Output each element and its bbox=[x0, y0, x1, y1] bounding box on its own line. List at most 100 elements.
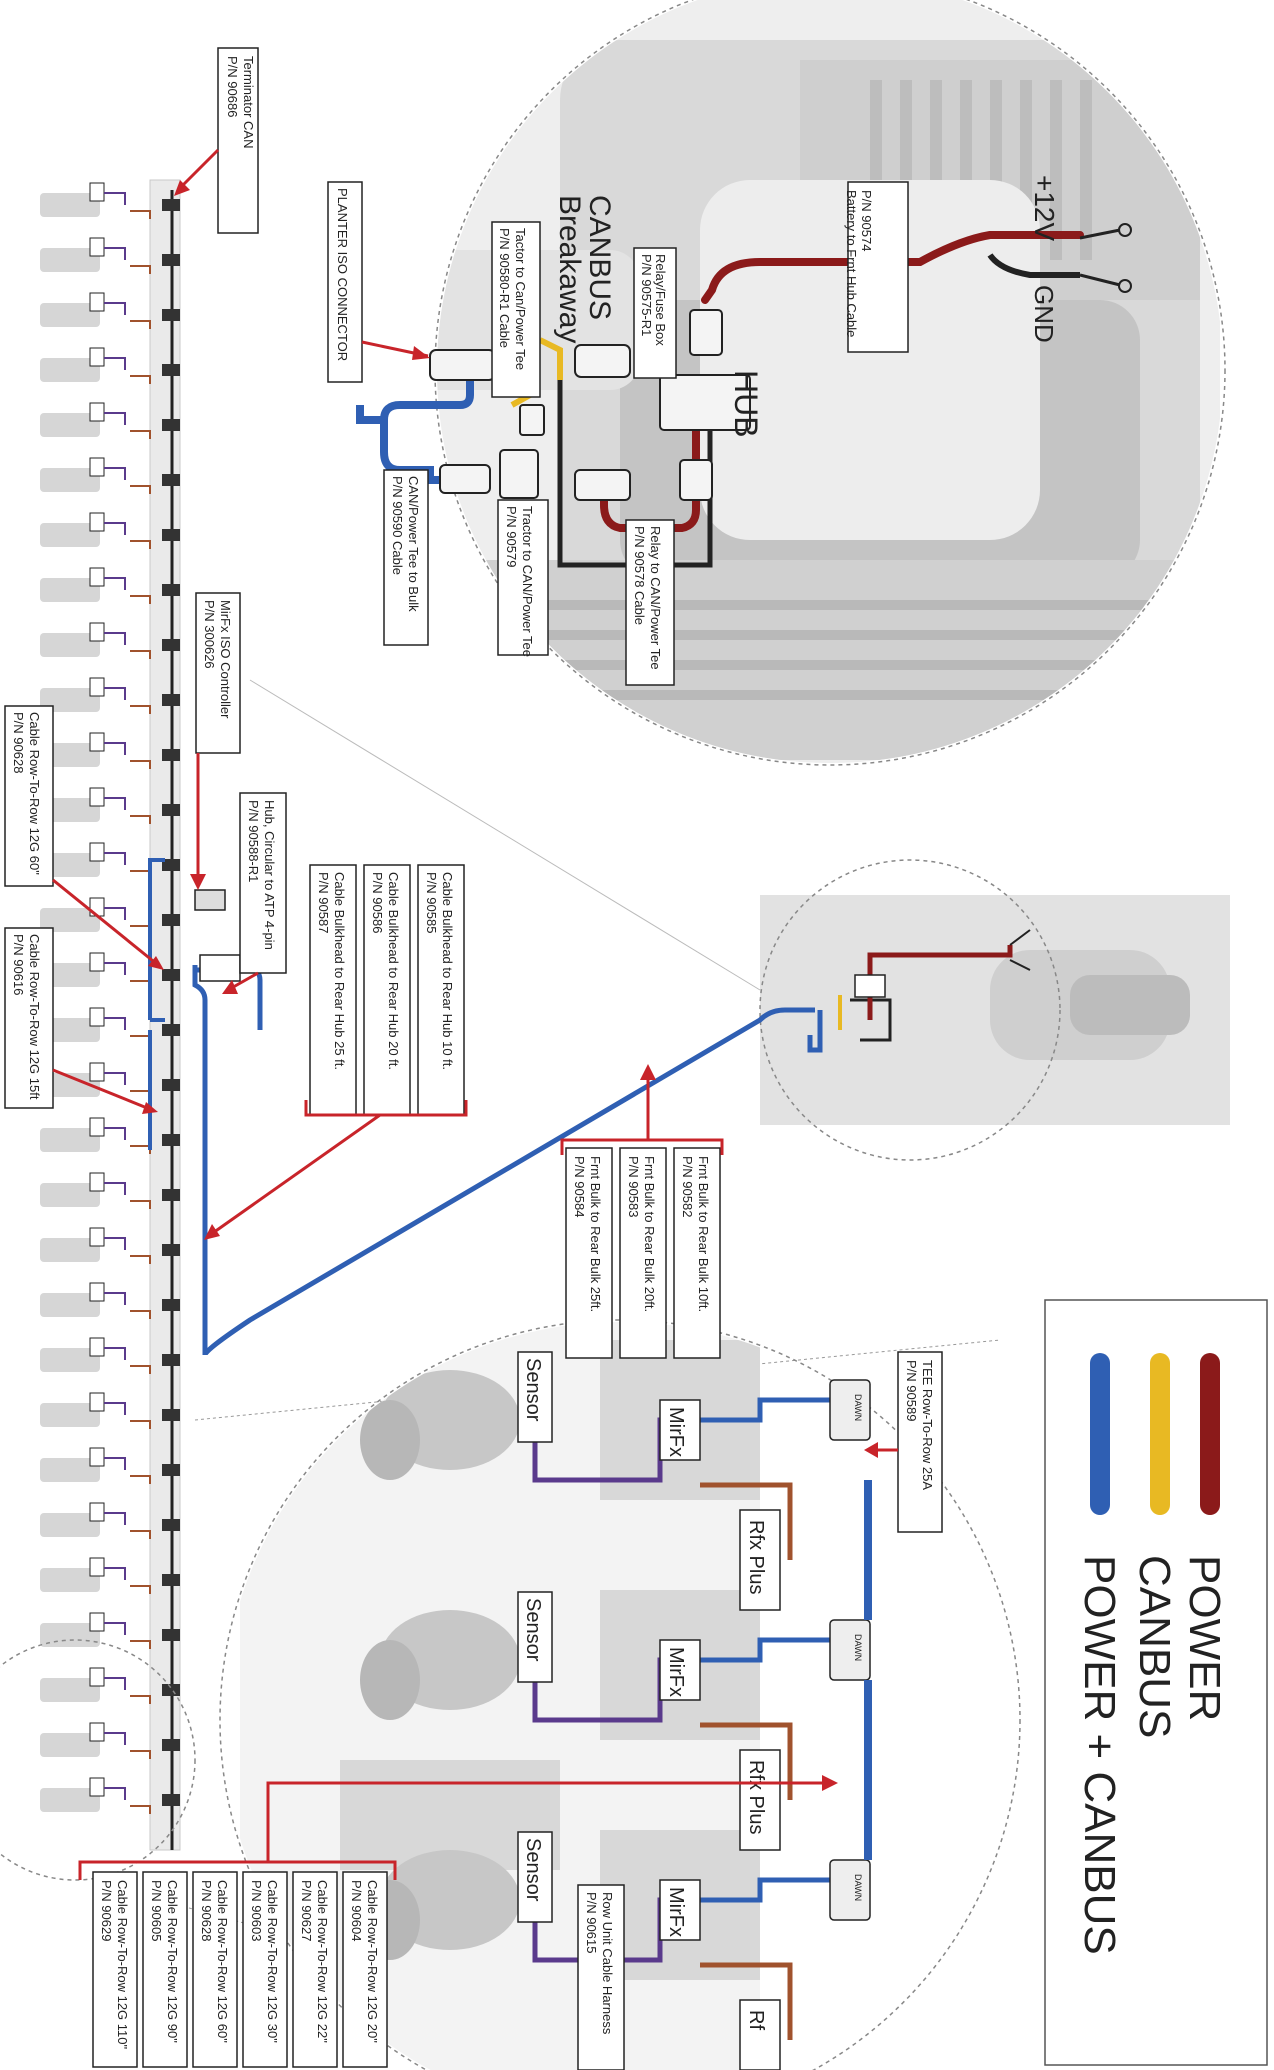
row-unit bbox=[40, 1293, 100, 1317]
svg-text:Cable Row-To-Row 12G 15ft: Cable Row-To-Row 12G 15ft bbox=[27, 934, 42, 1100]
row-sensor-wire bbox=[104, 1402, 126, 1415]
row-cable-pn: P/N 90603 bbox=[249, 1880, 264, 1941]
svg-text:Cable Bulkhead to Rear Hub 10: Cable Bulkhead to Rear Hub 10 ft. bbox=[440, 872, 455, 1070]
row-rfx-wire bbox=[130, 760, 151, 769]
svg-text:P/N 90578 Cable: P/N 90578 Cable bbox=[632, 526, 647, 625]
row-cable-pn: P/N 90604 bbox=[349, 1880, 364, 1941]
row-sensor-wire bbox=[104, 1182, 126, 1195]
sensor-label: Sensor bbox=[522, 1598, 544, 1662]
row-module bbox=[89, 1777, 105, 1797]
row-tee-connector bbox=[162, 1794, 180, 1806]
row-sensor-wire bbox=[104, 247, 126, 260]
svg-text:P/N 90615: P/N 90615 bbox=[584, 1892, 599, 1953]
row-module bbox=[89, 347, 105, 367]
tractor-hub-detail: +12V GND HUB CANBUS Breakaway P/N 90574 … bbox=[327, 0, 1226, 766]
svg-text:Row Unit Cable Harness: Row Unit Cable Harness bbox=[600, 1892, 615, 2035]
row-rfx-wire bbox=[130, 925, 151, 934]
svg-text:P/N 90590 Cable: P/N 90590 Cable bbox=[390, 476, 405, 575]
rfx-wire bbox=[700, 1962, 793, 2040]
tractor-overview bbox=[759, 859, 1230, 1161]
row-module bbox=[89, 1062, 105, 1082]
tee-module bbox=[829, 1619, 871, 1681]
row-tee-connector bbox=[162, 584, 180, 596]
svg-text:Tractor to CAN/Power Tee: Tractor to CAN/Power Tee bbox=[520, 506, 535, 657]
row-module bbox=[89, 402, 105, 422]
svg-text:P/N 90583: P/N 90583 bbox=[626, 1156, 641, 1217]
relay-cable-callout: P/N 90578 Cable Relay to CAN/Power Tee bbox=[625, 519, 675, 686]
svg-text:Frnt Bulk to Rear Bulk 10ft.: Frnt Bulk to Rear Bulk 10ft. bbox=[696, 1156, 711, 1312]
svg-text:P/N 90616: P/N 90616 bbox=[11, 934, 26, 995]
row-rfx-wire bbox=[130, 980, 151, 989]
svg-text:P/N 90628: P/N 90628 bbox=[11, 712, 26, 773]
relay-fuse-callout: P/N 90575-R1 Relay/Fuse Box bbox=[633, 247, 677, 379]
row-sensor-wire bbox=[104, 1622, 126, 1635]
row-rfx-wire bbox=[130, 1530, 151, 1539]
row-rfx-wire bbox=[130, 1145, 151, 1154]
row-module bbox=[89, 842, 105, 862]
row-sensor-wire bbox=[104, 1457, 126, 1470]
row-rfx-wire bbox=[130, 705, 151, 714]
frnt-bulk-callout: P/N 90582 Frnt Bulk to Rear Bulk 10ft. P… bbox=[560, 1064, 724, 1359]
mirfx-can-wire bbox=[700, 1637, 860, 1663]
svg-text:P/N 90579: P/N 90579 bbox=[504, 506, 519, 567]
row-rfx-wire bbox=[130, 1035, 151, 1044]
svg-text:Frnt Bulk to Rear Bulk 25ft.: Frnt Bulk to Rear Bulk 25ft. bbox=[588, 1156, 603, 1312]
row-tee-connector bbox=[162, 1574, 180, 1586]
row-sensor-wire bbox=[104, 1072, 126, 1085]
legend-power-label: POWER bbox=[1180, 1555, 1229, 1721]
mirfx-label: MirFx bbox=[665, 1647, 687, 1697]
row-cable-desc: Cable Row-To-Row 12G 60" bbox=[215, 1880, 230, 2043]
row-cable-desc: Cable Row-To-Row 12G 20" bbox=[365, 1880, 380, 2043]
row-unit bbox=[40, 1788, 100, 1812]
row-module bbox=[89, 1007, 105, 1027]
row-module bbox=[89, 1392, 105, 1412]
svg-text:P/N 90582: P/N 90582 bbox=[680, 1156, 695, 1217]
row-cable-box bbox=[342, 1871, 388, 2068]
row-tee-connector bbox=[162, 1684, 180, 1696]
row-module bbox=[89, 1667, 105, 1687]
plus-12v-label: +12V bbox=[1029, 175, 1060, 241]
row-units bbox=[40, 182, 180, 1814]
row-sensor-wire bbox=[104, 907, 126, 920]
sensor-label: Sensor bbox=[522, 1838, 544, 1902]
svg-text:Relay/Fuse Box: Relay/Fuse Box bbox=[653, 254, 668, 346]
tactor-cable-callout: P/N 90580-R1 Cable Tactor to Can/Power T… bbox=[491, 221, 541, 398]
row-unit bbox=[40, 303, 100, 327]
row-tee-connector bbox=[162, 804, 180, 816]
row-cable-pn: P/N 90627 bbox=[299, 1880, 314, 1941]
row-rfx-wire bbox=[130, 1310, 151, 1319]
row-tee-connector bbox=[162, 1464, 180, 1476]
canbus-breakaway-label: CANBUS Breakaway bbox=[553, 195, 616, 343]
row-cable-pn: P/N 90629 bbox=[99, 1880, 114, 1941]
row-rfx-wire bbox=[130, 1200, 151, 1209]
row-cable-box bbox=[92, 1871, 138, 2068]
cable-12g15-callout: P/N 90616 Cable Row-To-Row 12G 15ft bbox=[4, 927, 158, 1114]
row-sensor-wire bbox=[104, 1347, 126, 1360]
row-module bbox=[89, 1502, 105, 1522]
mirfx-label: MirFx bbox=[665, 1887, 687, 1937]
svg-text:P/N 90588-R1: P/N 90588-R1 bbox=[246, 800, 261, 882]
svg-text:Battery to Frnt Hub Cable: Battery to Frnt Hub Cable bbox=[844, 190, 859, 337]
row-tee-connector bbox=[162, 474, 180, 486]
row-tee-connector bbox=[162, 1739, 180, 1751]
tractor-body-illustration bbox=[437, 0, 1220, 763]
row-cable-desc: Cable Row-To-Row 12G 90" bbox=[165, 1880, 180, 2043]
planter-iso-callout: PLANTER ISO CONNECTOR bbox=[327, 181, 430, 383]
power-tee-bulk-callout: P/N 90590 Cable CAN/Power Tee to Bulk bbox=[383, 469, 429, 646]
svg-text:Relay to CAN/Power Tee: Relay to CAN/Power Tee bbox=[648, 526, 663, 670]
row-unit bbox=[40, 688, 100, 712]
rfx-plus-label: Rfx Plus bbox=[745, 1760, 767, 1834]
row-module bbox=[89, 292, 105, 312]
row-tee-connector bbox=[162, 1189, 180, 1201]
row-sensor-wire bbox=[104, 357, 126, 370]
row-tee-connector bbox=[162, 1519, 180, 1531]
row-cable-pn: P/N 90628 bbox=[199, 1880, 214, 1941]
svg-text:Frnt Bulk to Rear Bulk 20ft.: Frnt Bulk to Rear Bulk 20ft. bbox=[642, 1156, 657, 1312]
row-sensor-wire bbox=[104, 522, 126, 535]
row-tee-connector bbox=[162, 199, 180, 211]
rfx-plus-box bbox=[739, 1749, 781, 1851]
row-tee-connector bbox=[162, 969, 180, 981]
row-rfx-wire bbox=[130, 320, 151, 329]
